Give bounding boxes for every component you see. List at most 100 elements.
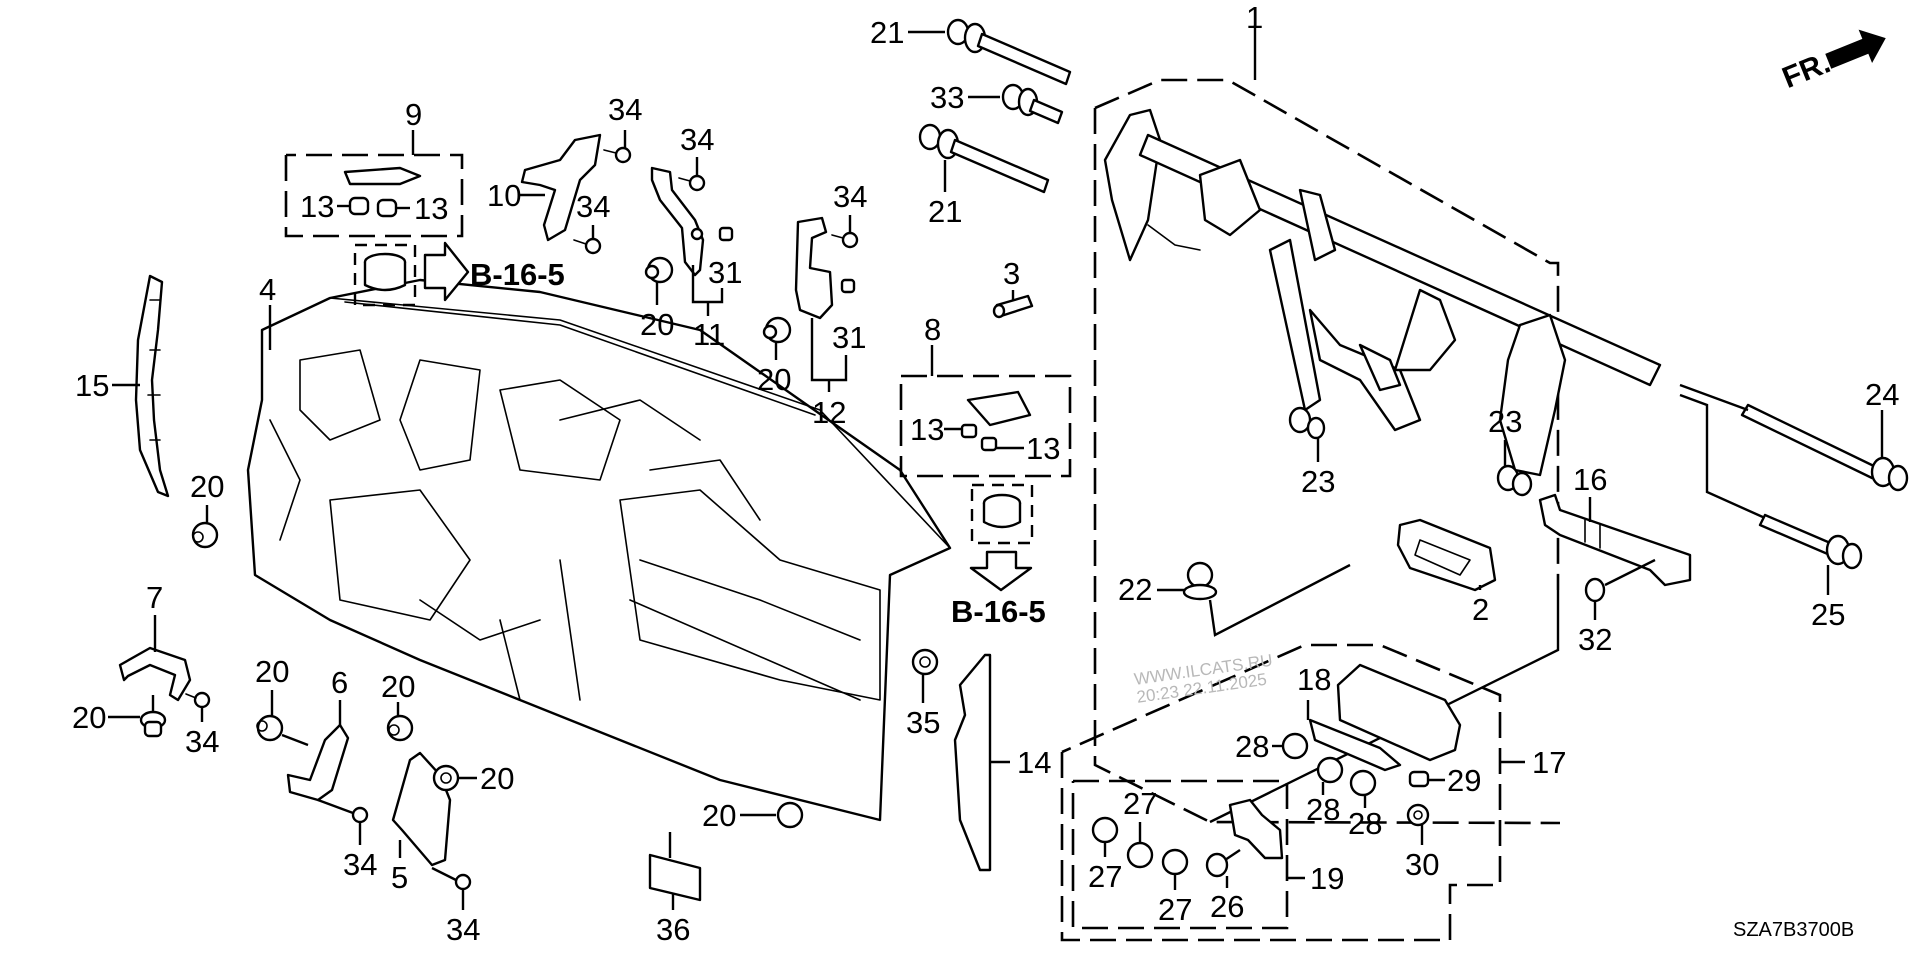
grommet-20-d[interactable]	[191, 521, 219, 549]
grommet-20-f[interactable]	[256, 714, 309, 747]
nut-27-c[interactable]	[1161, 848, 1189, 876]
bolt-22[interactable]	[1182, 561, 1351, 637]
grommet-20-g[interactable]	[386, 714, 414, 742]
clip-31-b[interactable]	[840, 278, 856, 294]
svg-text:15: 15	[75, 368, 109, 403]
callout-34-a: 34	[608, 92, 642, 148]
grommet-20-c[interactable]	[776, 801, 804, 829]
nut-28-b[interactable]	[1316, 756, 1344, 784]
part-8-assembly-box	[899, 345, 1072, 478]
screw-34-c[interactable]	[678, 174, 706, 192]
part-15-side-trim[interactable]	[134, 274, 170, 498]
svg-text:13: 13	[414, 191, 448, 226]
callout-28-c: 28	[1348, 795, 1382, 841]
part-3-pin[interactable]	[992, 294, 1034, 319]
svg-text:8: 8	[924, 312, 941, 347]
nut-28-c[interactable]	[1349, 769, 1377, 797]
part-12-bracket[interactable]	[794, 216, 834, 320]
bracket-lead-12	[810, 318, 848, 392]
callout-12: 12	[812, 395, 846, 430]
bolt-23-b[interactable]	[1496, 464, 1533, 497]
grommet-20-h[interactable]	[432, 764, 460, 792]
bolt-21-b[interactable]	[918, 123, 1050, 194]
part-36-label[interactable]	[648, 832, 702, 902]
bolt-23-a[interactable]	[1288, 406, 1326, 440]
svg-text:28: 28	[1348, 806, 1382, 841]
callout-27-b: 27	[1123, 786, 1157, 843]
callout-34-e: 34	[185, 707, 219, 759]
part-19-assembly-box	[1071, 779, 1305, 930]
screw-34-e[interactable]	[185, 691, 211, 709]
grommet-20-b[interactable]	[762, 316, 792, 344]
grommet-20-e[interactable]	[139, 695, 167, 738]
bolt-25[interactable]	[1679, 393, 1863, 570]
svg-text:16: 16	[1573, 462, 1607, 497]
callout-34-c: 34	[680, 122, 714, 176]
part-10-bracket[interactable]	[520, 133, 602, 242]
part-7-bracket[interactable]	[118, 646, 192, 702]
screw-34-g[interactable]	[431, 866, 472, 891]
diagram-code: SZA7B3700B	[1733, 919, 1854, 941]
screw-34-b[interactable]	[573, 237, 602, 255]
nut-30[interactable]	[1406, 803, 1430, 827]
callout-20-f: 20	[255, 654, 289, 716]
reference-link-b-16-5-lower[interactable]: B-16-5	[951, 594, 1046, 629]
svg-text:19: 19	[1310, 861, 1344, 896]
screw-34-d[interactable]	[831, 231, 859, 249]
part-2-bracket[interactable]	[1396, 518, 1497, 592]
part-1-steering-hanger-beam[interactable]	[1103, 108, 1662, 477]
bolt-32[interactable]	[1584, 558, 1656, 603]
callout-34-f: 34	[343, 822, 377, 882]
nut-27-b[interactable]	[1126, 841, 1154, 869]
svg-text:20: 20	[381, 669, 415, 704]
callout-13-a: 13	[300, 189, 350, 224]
bolt-33[interactable]	[1001, 83, 1064, 125]
svg-text:27: 27	[1088, 859, 1122, 894]
svg-text:23: 23	[1488, 404, 1522, 439]
svg-text:36: 36	[656, 912, 690, 947]
callout-17: 17	[1532, 745, 1566, 780]
nut-27-a[interactable]	[1091, 816, 1119, 844]
callout-4: 4	[259, 272, 276, 350]
svg-text:13: 13	[1026, 431, 1060, 466]
svg-text:24: 24	[1865, 377, 1899, 412]
svg-text:28: 28	[1306, 792, 1340, 827]
grommet-35[interactable]	[911, 648, 939, 676]
part-6-bracket[interactable]	[286, 723, 350, 802]
callout-28-a: 28	[1235, 729, 1284, 764]
callout-22: 22	[1118, 572, 1185, 607]
callout-20-b: 20	[757, 342, 791, 397]
part-18-airbag-module[interactable]	[1308, 663, 1462, 772]
svg-text:20: 20	[702, 798, 736, 833]
part-11-bracket[interactable]	[650, 166, 705, 277]
svg-text:1: 1	[1246, 0, 1263, 35]
callout-20-c: 20	[702, 798, 776, 833]
screw-34-f[interactable]	[317, 798, 369, 824]
part-19-bracket[interactable]	[1228, 798, 1284, 860]
svg-text:4: 4	[259, 272, 276, 307]
svg-text:2: 2	[1472, 592, 1489, 627]
bolt-26[interactable]	[1205, 849, 1241, 878]
clip-31-a[interactable]	[718, 226, 734, 242]
screw-34-a[interactable]	[603, 146, 632, 164]
bolt-21-a[interactable]	[946, 18, 1072, 86]
callout-5: 5	[391, 840, 408, 895]
part-17-assembly-box	[1060, 643, 1525, 942]
nut-28-a[interactable]	[1281, 732, 1309, 760]
svg-text:13: 13	[300, 189, 334, 224]
svg-text:33: 33	[930, 80, 964, 115]
part-16-bracket[interactable]	[1538, 493, 1692, 587]
clip-29[interactable]	[1408, 770, 1430, 788]
instrument-panel-body[interactable]	[246, 278, 952, 822]
callout-1: 1	[1246, 0, 1263, 35]
svg-text:34: 34	[833, 179, 867, 214]
grommet-20-a[interactable]	[644, 256, 674, 284]
svg-text:11: 11	[693, 317, 725, 352]
reference-link-b-16-5-upper[interactable]: B-16-5	[470, 257, 565, 292]
callout-20-d: 20	[190, 469, 224, 522]
callout-3: 3	[1003, 256, 1020, 300]
callout-9: 9	[405, 97, 422, 132]
callout-35: 35	[906, 674, 940, 740]
callout-27-a: 27	[1088, 842, 1122, 894]
part-14-side-trim[interactable]	[953, 653, 992, 872]
